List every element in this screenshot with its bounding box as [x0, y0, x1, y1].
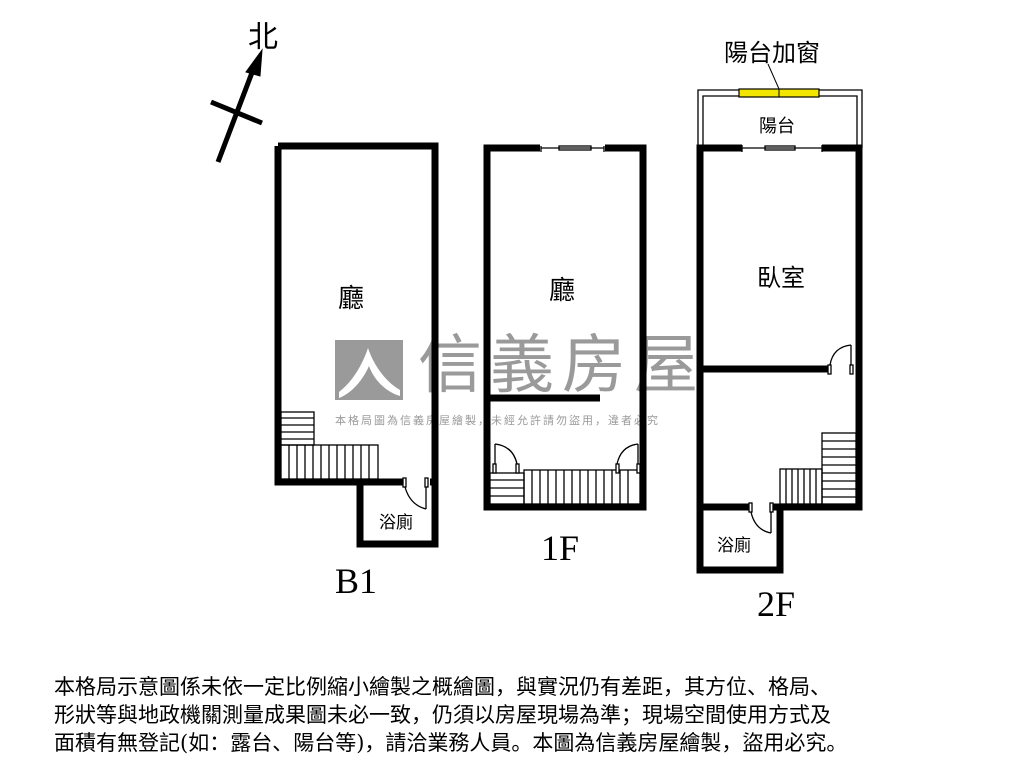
door-icon	[748, 502, 774, 534]
disclaimer-line: 本格局示意圖係未依一定比例縮小繪製之概繪圖，與實況仍有差距，其方位、格局、	[54, 675, 831, 699]
stairs-icon	[489, 469, 641, 505]
floor-2f	[696, 63, 863, 574]
b1-living-room-label: 廳	[338, 284, 365, 314]
north-label: 北	[248, 20, 278, 55]
1f-living-room-label: 廳	[549, 276, 576, 306]
disclaimer-line: 面積有無登記(如：露台、陽台等)，請洽業務人員。本圖為信義房屋繪製，盜用必究。	[54, 731, 848, 755]
watermark-logo-icon	[335, 340, 403, 400]
2f-bedroom-label: 臥室	[757, 264, 805, 292]
stairs-icon	[779, 432, 857, 505]
balcony-window-icon	[738, 63, 820, 98]
b1-floor-label: B1	[335, 561, 378, 601]
window-icon	[540, 145, 605, 152]
door-icon	[615, 443, 641, 474]
door-icon	[827, 344, 854, 375]
2f-balcony-label: 陽台	[759, 116, 795, 137]
watermark-notice: 本格局圖為信義房屋繪製，未經允許請勿盜用，違者必究	[335, 414, 660, 427]
north-arrow-icon	[210, 48, 263, 163]
door-icon	[492, 443, 520, 474]
b1-bathroom-label: 浴廁	[379, 513, 413, 533]
door-icon	[402, 477, 429, 510]
watermark-brand: 信義房屋	[418, 329, 706, 403]
balcony-window-annotation: 陽台加窗	[724, 39, 820, 67]
stairs-icon	[280, 411, 379, 480]
floor-1f	[483, 144, 647, 511]
2f-bathroom-label: 浴廁	[717, 536, 751, 556]
2f-floor-label: 2F	[757, 584, 796, 624]
window-icon	[741, 145, 823, 152]
disclaimer-line: 形狀等與地政機關測量成果圖未必一致，仍須以房屋現場為準；現場空間使用方式及	[54, 703, 831, 727]
floor-b1	[274, 142, 439, 548]
1f-floor-label: 1F	[541, 528, 580, 568]
disclaimer: 本格局示意圖係未依一定比例縮小繪製之概繪圖，與實況仍有差距，其方位、格局、 形狀…	[54, 673, 984, 757]
